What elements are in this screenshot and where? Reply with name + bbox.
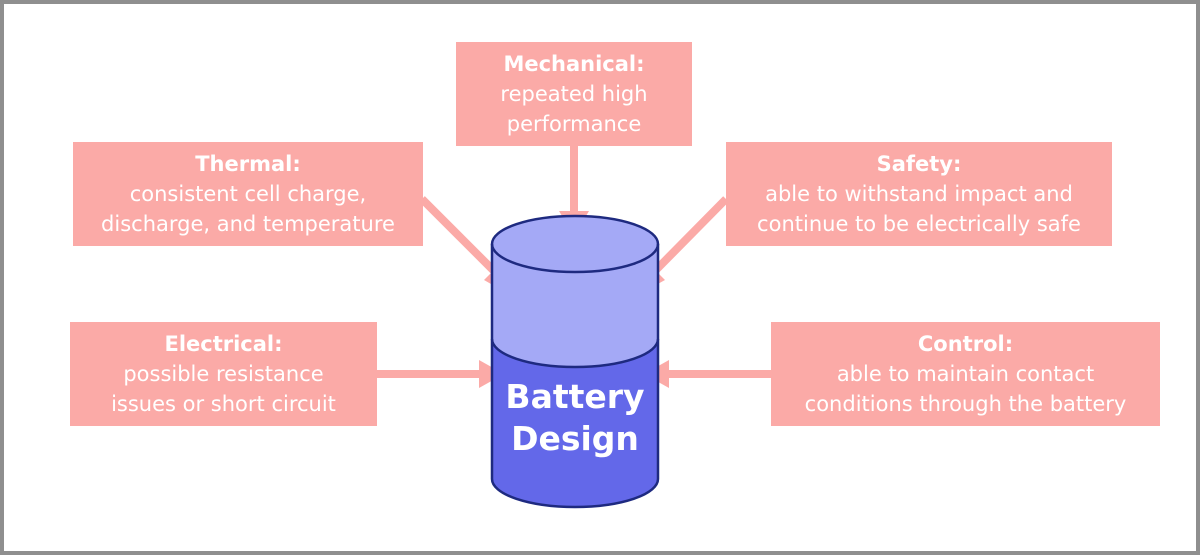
factor-description: able to withstand impact and continue to… [757,182,1081,236]
factor-title: Electrical: [164,332,283,356]
factor-title: Control: [917,332,1014,356]
factor-description: able to maintain contact conditions thro… [804,362,1127,416]
center-label-line1: Battery [505,377,645,416]
factor-description: repeated high performance [500,82,648,136]
arrow-control [644,360,771,388]
factor-title: Safety: [876,152,962,176]
factor-box-mechanical: Mechanical: repeated high performance [456,42,692,146]
battery-design-label: Battery Design [492,376,658,460]
factor-box-thermal: Thermal: consistent cell charge, dischar… [73,142,423,246]
factor-box-control: Control: able to maintain contact condit… [771,322,1160,426]
battery-top-cap [490,214,660,274]
factor-title: Mechanical: [503,52,645,76]
factor-box-safety: Safety: able to withstand impact and con… [726,142,1112,246]
center-label-line2: Design [511,419,639,458]
battery-cylinder [490,214,660,509]
diagram-canvas [377,146,771,509]
battery-body [492,339,658,507]
factor-box-electrical: Electrical: possible resistance issues o… [70,322,377,426]
factor-title: Thermal: [195,152,301,176]
factor-description: consistent cell charge, discharge, and t… [101,182,395,236]
battery-top-band [492,244,658,367]
factor-description: possible resistance issues or short circ… [111,362,336,416]
arrow-electrical [377,360,504,388]
